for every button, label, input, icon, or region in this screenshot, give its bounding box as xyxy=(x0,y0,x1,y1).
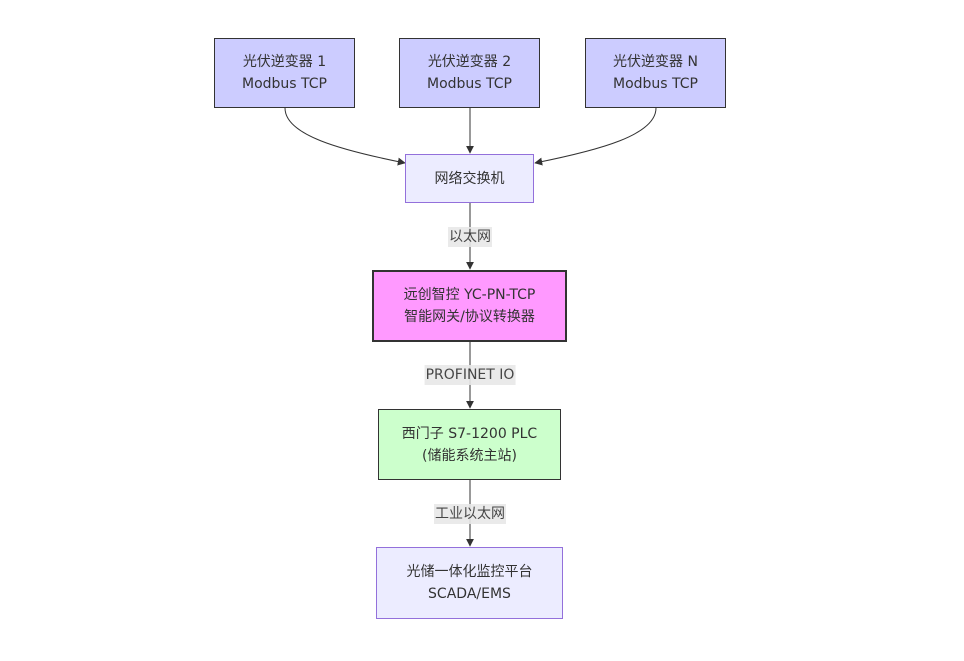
node-plc-subtitle: (储能系统主站) xyxy=(422,447,517,464)
node-inverter-n-protocol: Modbus TCP xyxy=(613,76,698,92)
node-inverter-n-title: 光伏逆变器 N xyxy=(613,54,698,70)
node-inverter-2-title: 光伏逆变器 2 xyxy=(427,54,512,70)
node-gateway-subtitle: 智能网关/协议转换器 xyxy=(404,309,535,325)
node-inverter-n: 光伏逆变器 N Modbus TCP xyxy=(585,38,726,108)
node-monitoring-platform: 光储一体化监控平台 SCADA/EMS xyxy=(376,547,563,619)
node-gateway-title: 远创智控 YC-PN-TCP xyxy=(403,287,536,303)
edge-inverter-1-to-switch xyxy=(284,107,406,166)
node-inverter-2: 光伏逆变器 2 Modbus TCP xyxy=(399,38,540,108)
node-inverter-1: 光伏逆变器 1 Modbus TCP xyxy=(214,38,355,108)
edge-inverter-n-to-switch xyxy=(534,107,657,166)
node-monitoring-platform-subtitle: SCADA/EMS xyxy=(428,586,511,602)
node-network-switch-title: 网络交换机 xyxy=(434,170,505,187)
node-inverter-1-title: 光伏逆变器 1 xyxy=(242,54,327,70)
edge-label-industrial-ethernet: 工业以太网 xyxy=(434,504,506,524)
edge-label-ethernet: 以太网 xyxy=(448,227,492,247)
node-monitoring-platform-title: 光储一体化监控平台 xyxy=(406,564,533,580)
node-network-switch: 网络交换机 xyxy=(405,154,534,203)
node-gateway: 远创智控 YC-PN-TCP 智能网关/协议转换器 xyxy=(372,270,567,342)
node-plc-title: 西门子 S7-1200 PLC xyxy=(401,425,538,442)
node-plc: 西门子 S7-1200 PLC (储能系统主站) xyxy=(378,409,561,480)
edge-label-profinet-io: PROFINET IO xyxy=(424,365,516,385)
node-inverter-2-protocol: Modbus TCP xyxy=(427,76,512,92)
node-inverter-1-protocol: Modbus TCP xyxy=(242,76,327,92)
